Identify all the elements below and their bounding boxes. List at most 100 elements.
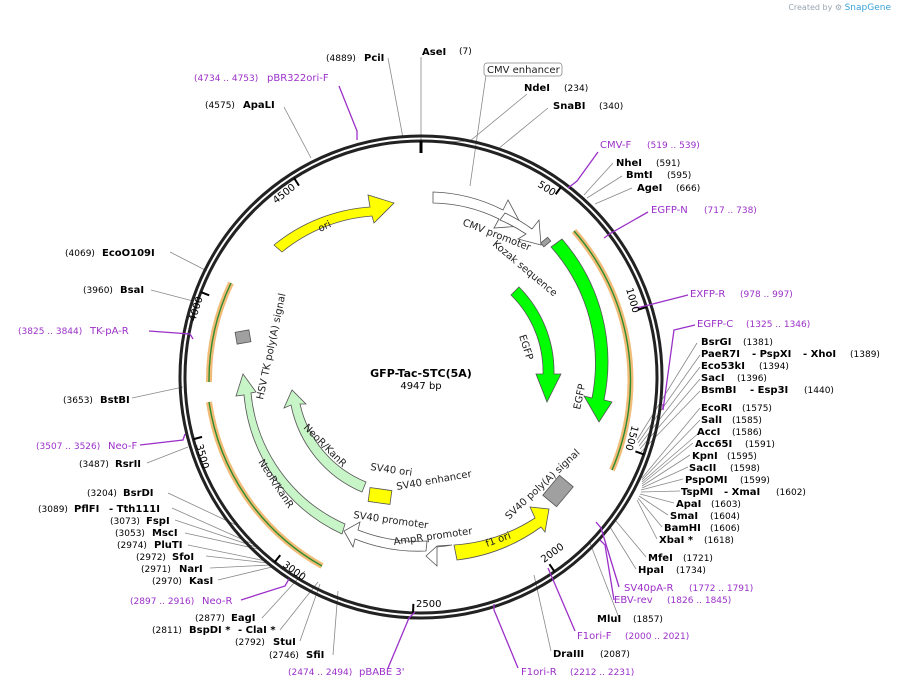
enzyme-pcii[interactable]: PciI [364,53,384,64]
enzyme-tspmi-pos: (1602) [776,488,806,498]
primer-tk-pa-r[interactable]: TK-pA-R [89,326,129,337]
enzyme-bsrdi[interactable]: BsrDI [123,488,154,499]
ori-arrow[interactable] [273,194,395,253]
enzyme-pspomi[interactable]: PspOMI [685,475,727,486]
hsv-tk-polya-box[interactable] [234,329,252,345]
enzyme-nari[interactable]: NarI [179,564,203,575]
enzyme-esp3i[interactable]: - Esp3I [750,385,788,396]
primer-pbr322ori-f[interactable]: pBR322ori-F [267,73,329,84]
enzyme-sali[interactable]: SalI [701,415,722,426]
tick-label-3000: 3000 [280,560,307,584]
enzyme-acci[interactable]: AccI [697,427,720,438]
egfp-inner-arrow[interactable] [510,286,562,403]
sv40-polya-box[interactable] [542,474,574,508]
enzyme-saci[interactable]: SacI [701,373,725,384]
enzyme-eco53ki-pos: (1394) [759,362,789,372]
tick-1500 [635,450,645,456]
primer-sv40pa-r[interactable]: SV40pA-R [624,583,673,594]
primer-egfp-c[interactable]: EGFP-C [697,319,733,330]
primer-egfp-n[interactable]: EGFP-N [651,205,688,216]
enzyme-rsrii-pos: (3487) [79,460,109,470]
enzyme-stui[interactable]: StuI [273,637,296,648]
ampr-promoter-arrow[interactable] [425,544,453,567]
primer-pbabe3[interactable]: pBABE 3' [359,667,405,678]
enzyme-pluti[interactable]: PluTI [154,540,182,551]
enzyme-nhei-pos: (591) [656,159,680,169]
enzyme-tspmi[interactable]: TspMI [681,487,713,498]
tick-label-1000: 1000 [623,287,641,314]
kozak-box[interactable] [540,236,552,248]
enzyme-mlui[interactable]: MluI [597,614,621,625]
enzyme-eagi[interactable]: EagI [231,613,255,624]
primer-exfp-r[interactable]: EXFP-R [690,289,725,300]
primer-neo-r[interactable]: Neo-R [202,596,233,607]
enzyme-clai[interactable]: - ClaI * [238,625,276,636]
enzyme-msci[interactable]: MscI [152,528,178,539]
enzyme-xmai[interactable]: - XmaI [724,487,760,498]
enzyme-snabi[interactable]: SnaBI [553,101,585,112]
enzyme-bsrgi[interactable]: BsrGI [701,337,731,348]
enzyme-pspomi-pos: (1599) [740,476,770,486]
enzyme-kasi[interactable]: KasI [189,576,213,587]
enzyme-apai[interactable]: ApaI [676,499,701,510]
enzyme-xhoi[interactable]: - XhoI [803,349,836,360]
enzyme-tth111i[interactable]: - Tth111I [109,504,160,515]
enzyme-kpni-pos: (1595) [727,452,757,462]
enzyme-hpai[interactable]: HpaI [638,565,664,576]
primer-neo-f-range: (3507 .. 3526) [36,442,100,452]
primer-f1ori-r[interactable]: F1ori-R [521,667,557,678]
sv40-promoter-arrow[interactable] [343,521,428,552]
primer-f1ori-f[interactable]: F1ori-F [577,631,612,642]
enzyme-sfii[interactable]: SfiI [306,650,324,661]
enzyme-eagi-pos: (2877) [195,614,225,624]
enzyme-stui-pos: (2792) [235,638,265,648]
cmv-promoter-arrow[interactable] [499,212,542,246]
primer-f1ori-r-range: (2212 .. 2231) [570,668,634,678]
enzyme-saci-pos: (1396) [737,374,767,384]
enzyme-bmti[interactable]: BmtI [626,170,653,181]
enzyme-ndei[interactable]: NdeI [524,83,550,94]
enzyme-kpni[interactable]: KpnI [692,451,718,462]
enzyme-fspi[interactable]: FspI [146,516,170,527]
enzyme-asei[interactable]: AseI [422,47,446,58]
enzyme-smai[interactable]: SmaI [670,511,698,522]
neor-kanr-inner-arrow[interactable] [283,389,367,493]
neor-kanr-outer-arrow[interactable] [235,373,346,535]
enzyme-pspxi[interactable]: - PspXI [752,349,791,360]
credit-prefix: Created by [788,3,833,12]
enzyme-ecoo109i[interactable]: EcoO109I [102,248,155,259]
enzyme-xbai-pos: (1618) [704,536,734,546]
primer-cmv-f[interactable]: CMV-F [600,140,631,151]
primer-neo-f[interactable]: Neo-F [108,441,138,452]
enzyme-acc65i[interactable]: Acc65I [695,439,732,450]
cmv-enhancer-arrow[interactable] [432,191,523,229]
enzyme-bspdi[interactable]: BspDI * [189,625,231,636]
sv40-promoter-label: SV40 promoter [353,510,430,532]
enzyme-eco53ki[interactable]: Eco53kI [701,361,745,372]
enzyme-bsai[interactable]: BsaI [120,285,144,296]
primer-ebv-rev[interactable]: EBV-rev [614,595,653,606]
enzyme-draiii[interactable]: DraIII [553,649,584,660]
enzyme-sfoi[interactable]: SfoI [172,552,194,563]
enzyme-paer7i[interactable]: PaeR7I [701,349,740,360]
enzyme-ecori[interactable]: EcoRI [701,403,732,414]
enzyme-bamhi[interactable]: BamHI [664,523,701,534]
egfp-outer-arrow[interactable] [550,238,613,423]
enzyme-apali[interactable]: ApaLI [243,100,275,111]
enzyme-xbai[interactable]: XbaI * [659,535,694,546]
enzyme-rsrii[interactable]: RsrII [115,459,141,470]
enzyme-sali-pos: (1585) [732,416,762,426]
enzyme-bstbi[interactable]: BstBI [100,395,130,406]
enzyme-sacii[interactable]: SacII [689,463,716,474]
enzyme-agei[interactable]: AgeI [637,183,662,194]
enzyme-pflfi[interactable]: PflFI [74,504,99,515]
primer-cmv-f-range: (519 .. 539) [647,141,700,151]
f1-ori-arrow[interactable] [453,506,550,561]
enzyme-bsmbi[interactable]: BsmBI [701,385,736,396]
enzyme-nhei[interactable]: NheI [616,158,642,169]
enzyme-sacii-pos: (1598) [730,464,760,474]
sv40-ori-box[interactable] [367,487,393,505]
primer-egfp-c-range: (1325 .. 1346) [746,320,810,330]
enzyme-mfei[interactable]: MfeI [648,553,673,564]
enzyme-bsrgi-pos: (1381) [743,338,773,348]
